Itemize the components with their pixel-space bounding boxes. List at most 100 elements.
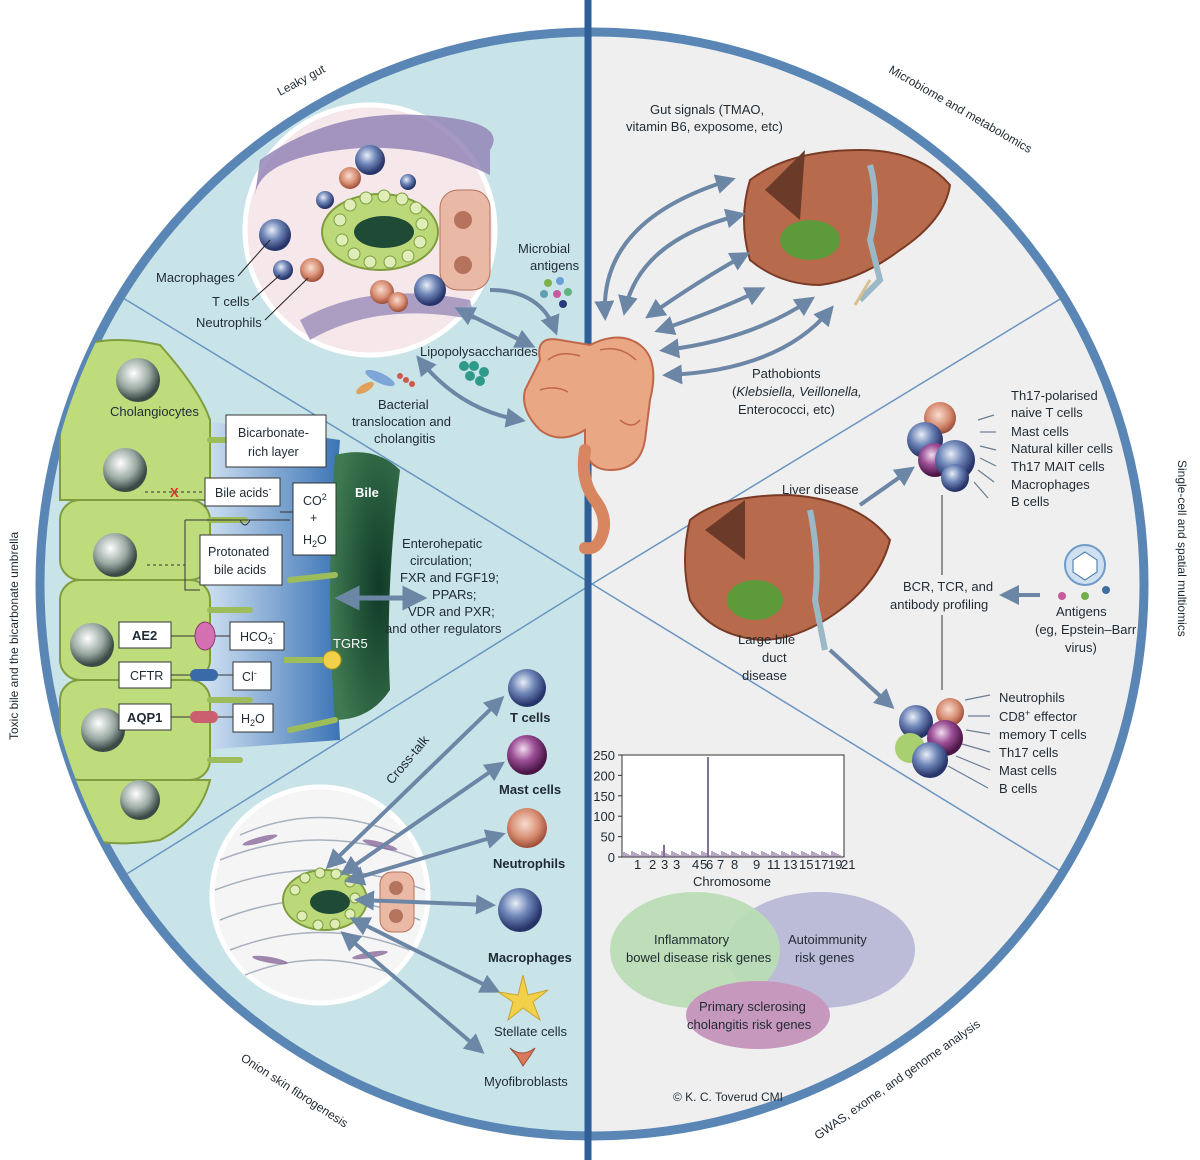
svg-text:Large bile: Large bile [738, 632, 795, 647]
bicarbonate-box: Bicarbonate- rich layer [225, 414, 327, 468]
svg-text:bowel disease risk genes: bowel disease risk genes [626, 950, 772, 965]
bile-acids-box: Bile acids- [204, 477, 281, 507]
cholangiocytes-label: Cholangiocytes [110, 404, 199, 419]
sector-title-leaky-gut: Leaky gut [275, 62, 328, 99]
pathobionts-label-1: Pathobionts [752, 366, 821, 381]
svg-text:Neutrophils: Neutrophils [493, 856, 565, 871]
t-cells-label: T cells [212, 294, 250, 309]
svg-text:Mast cells: Mast cells [1011, 424, 1069, 439]
x-tick-label: 17 [814, 857, 828, 872]
pathobionts-label-3: Enterococci, etc) [738, 402, 835, 417]
svg-text:AE2: AE2 [132, 628, 157, 643]
gut-signals-label-1: Gut signals (TMAO, [650, 102, 764, 117]
svg-text:virus): virus) [1065, 640, 1097, 655]
x-tick-label: 6 [706, 857, 713, 872]
microbiome-panel: Gut signals (TMAO, vitamin B6, exposome,… [594, 102, 952, 417]
svg-text:Bicarbonate-: Bicarbonate- [238, 426, 309, 440]
svg-text:+: + [310, 511, 317, 525]
sector-title-single-cell: Single-cell and spatial multiomics [1175, 460, 1189, 637]
svg-text:Macrophages: Macrophages [1011, 477, 1090, 492]
bacterial-label-3: cholangitis [374, 431, 436, 446]
neutrophils-label: Neutrophils [196, 315, 262, 330]
leaky-gut-panel: Macrophages T cells Neutrophils Microbia… [156, 102, 580, 446]
x-tick-label: 7 [717, 857, 724, 872]
aqp1-transporter: AQP1 H2O [118, 703, 274, 733]
protonated-box: Protonated bile acids [199, 534, 283, 586]
tgr5-receptor: TGR5 [284, 636, 368, 670]
cftr-transporter: CFTR Cl- [118, 661, 272, 691]
x-tick-label: 11 [767, 857, 781, 872]
svg-text:BCR, TCR, and: BCR, TCR, and [903, 579, 993, 594]
onion-skin-panel [209, 784, 431, 1006]
t-cell-icon [400, 174, 416, 190]
ae2-transporter: AE2 HCO3- [118, 621, 285, 651]
svg-text:Th17-polarised: Th17-polarised [1011, 388, 1098, 403]
ibd-ellipse [610, 892, 780, 1008]
svg-text:naive T cells: naive T cells [1011, 405, 1083, 420]
svg-text:Inflammatory: Inflammatory [654, 932, 730, 947]
microbial-antigens-label: Microbial [518, 241, 570, 256]
psc-ellipse [686, 981, 830, 1049]
colon-icon [523, 336, 655, 555]
macrophage-icon [259, 219, 291, 251]
svg-text:Bile acids-: Bile acids- [215, 484, 272, 500]
svg-text:Enterohepatic: Enterohepatic [402, 536, 483, 551]
myofibroblast-icon [509, 1047, 536, 1067]
svg-text:CD8+ effector: CD8+ effector [999, 708, 1078, 724]
svg-text:Mast cells: Mast cells [499, 782, 561, 797]
svg-text:TGR5: TGR5 [333, 636, 368, 651]
copyright-text: © K. C. Toverud CMI [673, 1090, 783, 1104]
svg-text:PPARs;: PPARs; [432, 587, 477, 602]
svg-text:Autoimmunity: Autoimmunity [788, 932, 867, 947]
x-tick-label: 3 [673, 857, 680, 872]
antigen-dots-icon [540, 277, 572, 308]
pathobionts-label-2: (Klebsiella, Veillonella, [732, 384, 862, 399]
x-tick-label: 21 [841, 857, 855, 872]
neutrophil-icon [339, 167, 361, 189]
t-cell-icon [316, 191, 334, 209]
svg-text:B cells: B cells [999, 781, 1038, 796]
top-cell-list: Th17-polarised naive T cells Mast cells … [1011, 388, 1113, 509]
enterohepatic-text: Enterohepatic circulation; FXR and FGF19… [385, 536, 502, 636]
svg-text:Th17 MAIT cells: Th17 MAIT cells [1011, 459, 1105, 474]
y-tick-label: 250 [593, 748, 615, 763]
cholangiocyte-nuclei [70, 358, 160, 820]
svg-text:Protonated: Protonated [208, 545, 269, 559]
svg-text:Liver disease: Liver disease [782, 482, 859, 497]
svg-text:memory T cells: memory T cells [999, 727, 1087, 742]
x-tick-label: 8 [731, 857, 738, 872]
y-tick-label: 0 [608, 850, 615, 865]
svg-text:antibody profiling: antibody profiling [890, 597, 988, 612]
svg-text:H2O: H2O [241, 712, 265, 728]
x-tick-label: 2 [649, 857, 656, 872]
virus-icon [1058, 544, 1110, 600]
t-cell-icon [273, 260, 293, 280]
x-tick-label: 13 [783, 857, 797, 872]
svg-text:cholangitis risk genes: cholangitis risk genes [687, 1017, 812, 1032]
neutrophil-icon [370, 280, 394, 304]
plot-frame [621, 754, 845, 858]
y-tick-label: 200 [593, 768, 615, 783]
x-tick-label: 5 [700, 857, 707, 872]
stellate-cell-icon [497, 974, 549, 1022]
neutrophil-icon [300, 258, 324, 282]
y-tick-label: 100 [593, 809, 615, 824]
co2-h2o-box: CO2 + H2O [292, 482, 337, 556]
svg-text:and other regulators: and other regulators [385, 621, 502, 636]
x-tick-label: 4 [692, 857, 699, 872]
svg-text:AQP1: AQP1 [127, 710, 162, 725]
svg-text:CFTR: CFTR [130, 669, 163, 683]
x-tick-label: 3 [661, 857, 668, 872]
neutrophil-icon [388, 292, 408, 312]
svg-text:H2O: H2O [303, 533, 327, 549]
cell-cluster-top [907, 402, 975, 492]
svg-text:Cl-: Cl- [242, 668, 257, 684]
svg-text:HCO3-: HCO3- [240, 628, 276, 646]
svg-text:VDR and PXR;: VDR and PXR; [408, 604, 495, 619]
sector-title-toxic-bile: Toxic bile and the bicarbonate umbrella [7, 532, 21, 740]
liver-icon [684, 493, 892, 651]
bacteria-icon [356, 369, 415, 395]
svg-text:CO2: CO2 [303, 492, 327, 508]
svg-text:Natural killer cells: Natural killer cells [1011, 441, 1113, 456]
neutrophil-icon [507, 808, 547, 848]
